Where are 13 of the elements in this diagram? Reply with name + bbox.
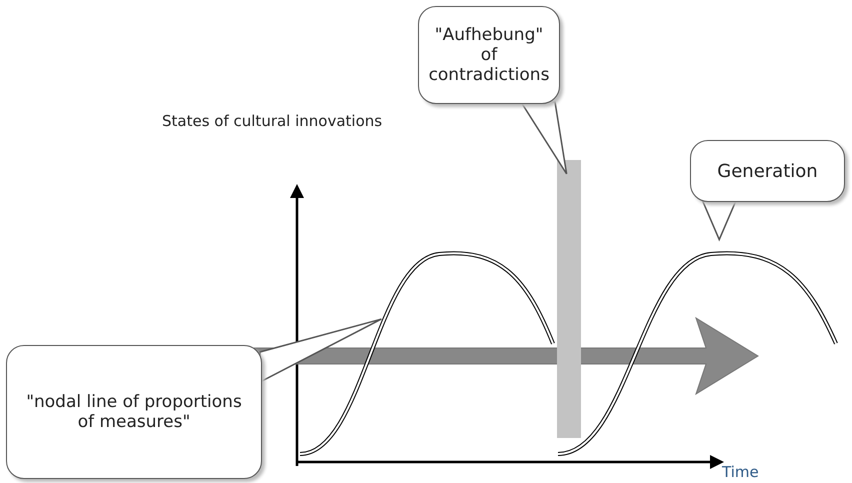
axis-label: Time — [722, 463, 759, 481]
callout-pointer — [520, 101, 568, 175]
callout-text: "Aufhebung" of contradictions — [428, 25, 550, 85]
callout-text: "nodal line of proportions of measures" — [25, 392, 243, 432]
wave-curve — [558, 250, 836, 458]
vertical-bar — [557, 160, 581, 438]
callout-pointer — [259, 318, 382, 384]
axis-label: States of cultural innovations — [162, 112, 382, 130]
callout-text: Generation — [717, 160, 818, 182]
speech-bubble — [418, 6, 560, 104]
callout-pointer — [701, 199, 738, 242]
wave-curve — [300, 250, 553, 458]
speech-bubble — [6, 345, 262, 479]
